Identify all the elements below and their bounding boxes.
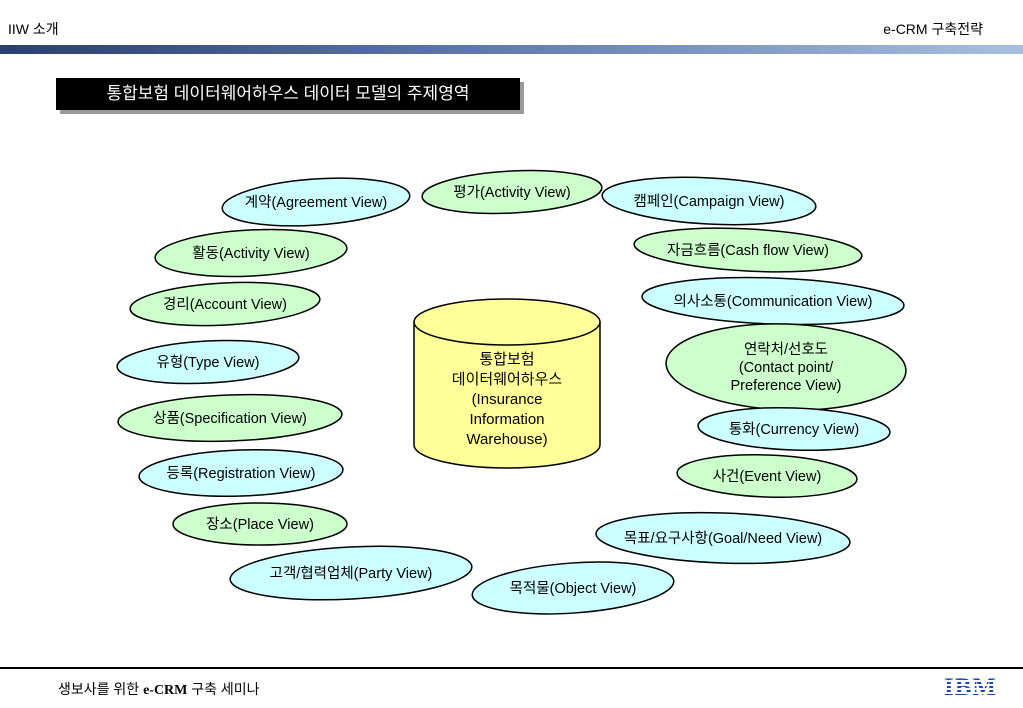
view-ellipse-11: 통화(Currency View) [697,406,891,452]
view-label: 목적물(Object View) [510,580,637,597]
view-ellipse-7: 의사소통(Communication View) [641,276,905,326]
view-ellipse-4: 활동(Activity View) [154,228,348,278]
view-label: 고객/협력업체(Party View) [270,565,433,582]
view-ellipse-12: 등록(Registration View) [138,448,344,498]
view-ellipse-9: 연락처/선호도(Contact point/Preference View) [665,323,907,411]
view-ellipse-17: 목적물(Object View) [471,561,675,615]
slide-title: 통합보험 데이터웨어하우스 데이터 모델의 주제영역 [56,78,520,110]
ibm-logo: IBM [944,674,997,701]
view-ellipse-2: 평가(Activity View) [421,169,603,215]
view-label: 통화(Currency View) [729,421,859,438]
header-left-label: IIW 소개 [8,21,59,37]
view-ellipse-15: 목표/요구사항(Goal/Need View) [595,511,851,565]
header-bar [0,45,1023,54]
view-label: 평가(Activity View) [453,184,570,201]
view-ellipse-16: 고객/협력업체(Party View) [229,545,473,601]
view-label: 경리(Account View) [163,296,287,313]
view-ellipse-10: 상품(Specification View) [117,393,343,443]
view-ellipse-13: 사건(Event View) [676,454,858,498]
footer-divider [0,667,1023,669]
view-ellipse-6: 경리(Account View) [129,281,321,327]
view-label: 사건(Event View) [713,468,822,485]
view-label: 자금흐름(Cash flow View) [667,242,829,259]
view-label: 유형(Type View) [157,354,260,371]
footer-seminar-title: 생보사를 위한 e-CRM 구축 세미나 [58,681,260,698]
view-ellipse-3: 캠페인(Campaign View) [601,176,817,226]
view-label: 등록(Registration View) [167,466,316,482]
view-ellipse-8: 유형(Type View) [116,339,300,385]
view-ellipse-14: 장소(Place View) [172,502,348,546]
view-label: 연락처/선호도(Contact point/Preference View) [731,341,842,394]
view-label: 캠페인(Campaign View) [634,193,785,210]
view-ellipse-1: 계약(Agreement View) [221,177,411,227]
view-label: 목표/요구사항(Goal/Need View) [624,530,822,547]
header-right-label: e-CRM 구축전략 [883,21,983,37]
view-label: 활동(Activity View) [192,245,309,262]
view-label: 계약(Agreement View) [245,194,387,211]
view-label: 장소(Place View) [206,516,314,533]
view-ellipse-5: 자금흐름(Cash flow View) [633,227,863,273]
view-label: 의사소통(Communication View) [674,293,873,310]
view-label: 상품(Specification View) [153,410,307,427]
